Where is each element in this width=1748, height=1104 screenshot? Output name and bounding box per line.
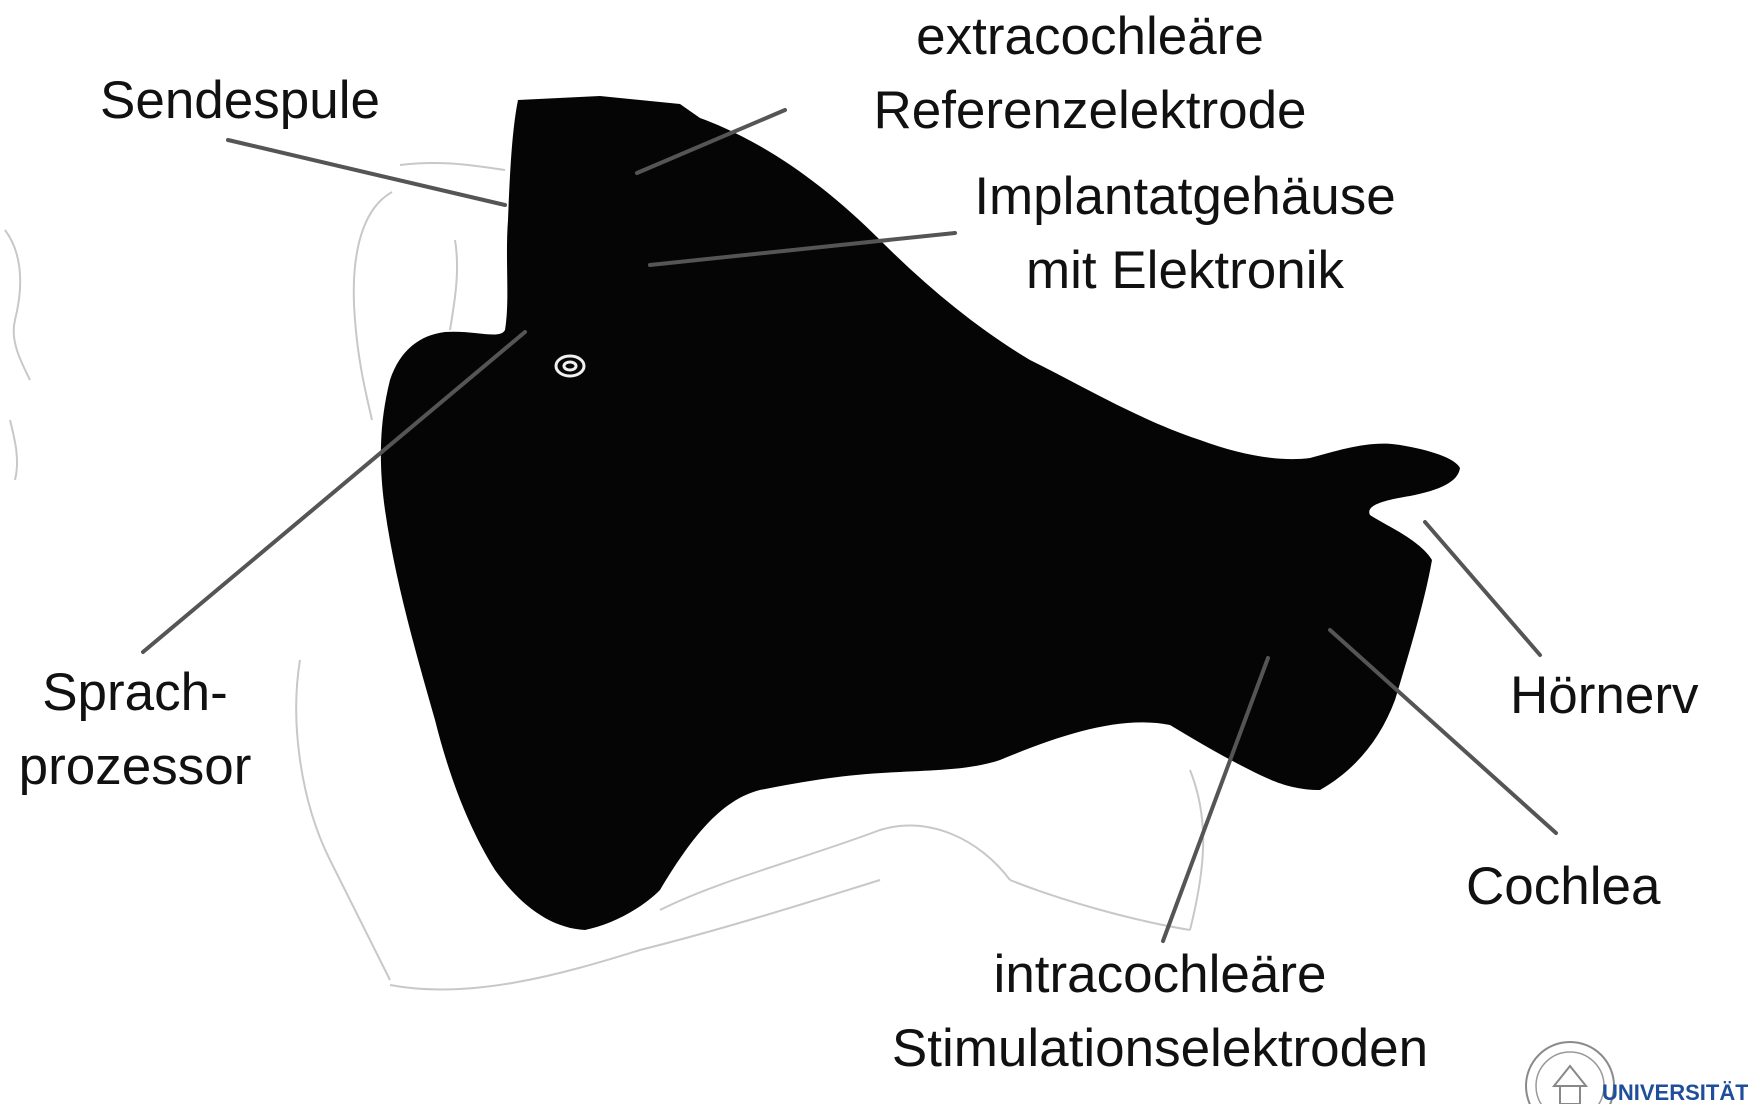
label-hoernerv: Hörnerv [1510,659,1699,733]
label-intracochleaere-stimulationselektroden: intracochleäre Stimulationselektroden [840,938,1480,1086]
label-intra-line2: Stimulationselektroden [840,1012,1480,1086]
label-hoernerv-text: Hörnerv [1510,659,1699,733]
label-implantatgehaeuse: Implantatgehäuse mit Elektronik [920,160,1450,308]
logo-wordmark: UNIVERSITÄTS [1602,1080,1748,1104]
label-implantat-line1: Implantatgehäuse [920,160,1450,234]
label-sprach-line1: Sprach- [0,656,270,730]
leader-hoernerv [1425,522,1540,655]
label-cochlea-text: Cochlea [1466,850,1660,924]
label-extra-line2: Referenzelektrode [800,74,1380,148]
label-sprachprozessor: Sprach- prozessor [0,656,270,804]
leader-sendespule [228,140,505,205]
label-sendespule: Sendespule [100,64,380,138]
seal-icon: UNIVERSITÄTS [1524,1038,1748,1104]
university-seal-logo: UNIVERSITÄTS [1524,1038,1748,1104]
label-implantat-line2: mit Elektronik [920,234,1450,308]
label-extra-line1: extracochleäre [800,0,1380,74]
label-intra-line1: intracochleäre [840,938,1480,1012]
label-extracochleaere-referenzelektrode: extracochleäre Referenzelektrode [800,0,1380,148]
label-sendespule-text: Sendespule [100,64,380,138]
label-sprach-line2: prozessor [0,730,270,804]
label-cochlea: Cochlea [1466,850,1660,924]
